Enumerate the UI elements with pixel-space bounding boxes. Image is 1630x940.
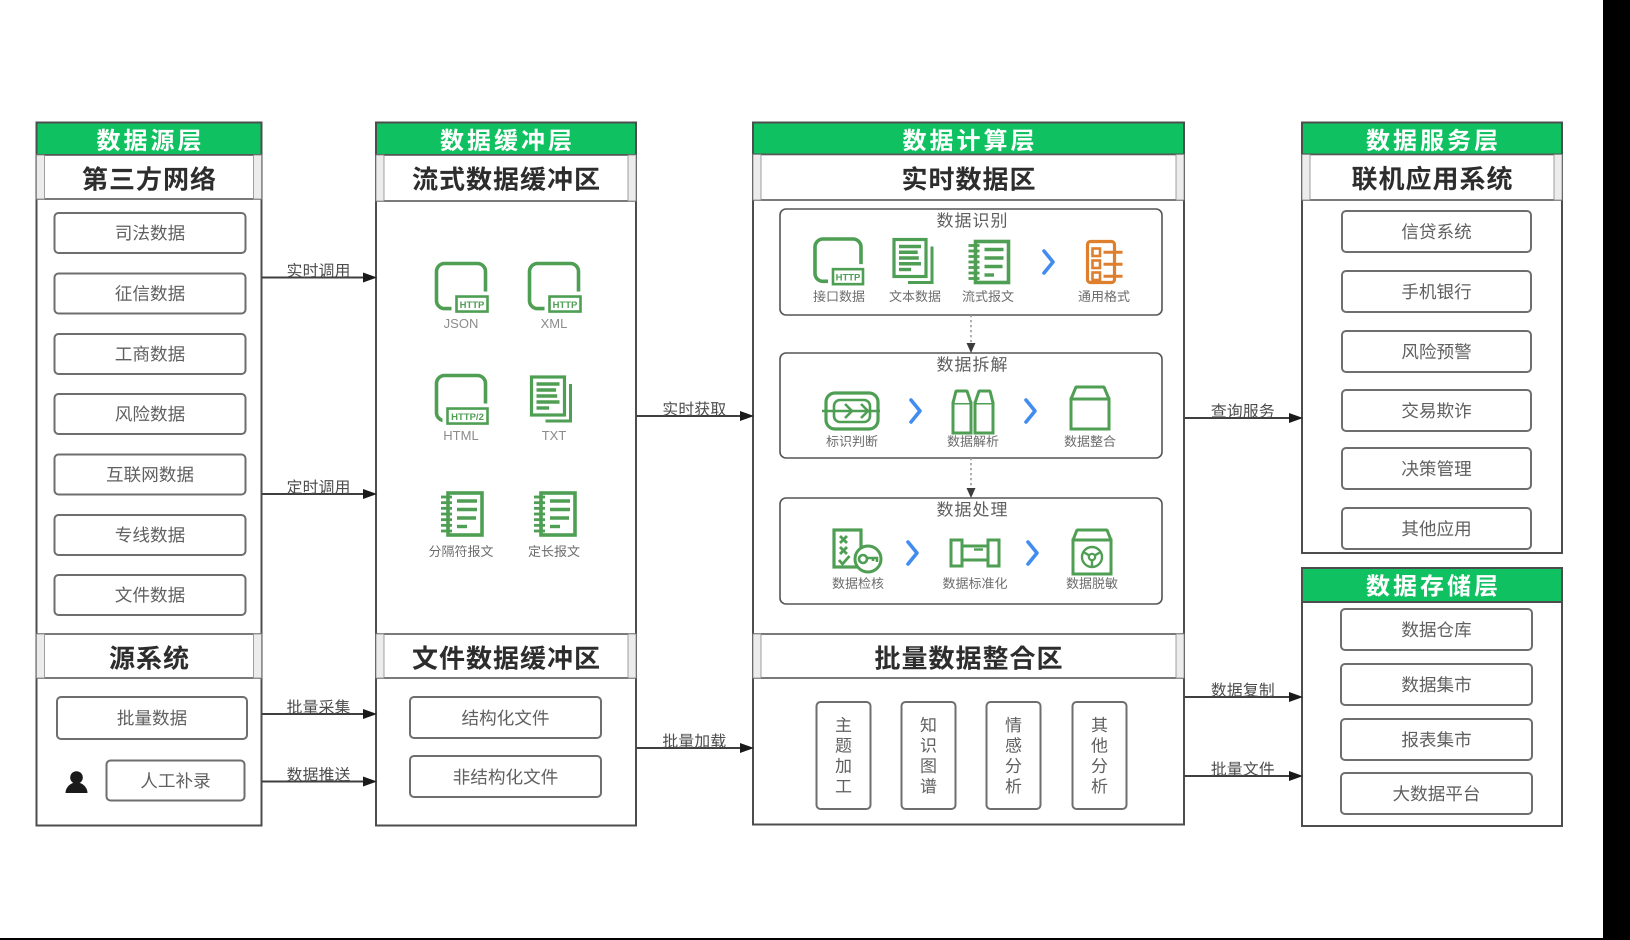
svg-text:XML: XML (541, 316, 568, 331)
svg-text:HTTP: HTTP (836, 273, 861, 284)
svg-text:TXT: TXT (542, 428, 567, 443)
svg-text:JSON: JSON (444, 316, 479, 331)
svg-text:HTTP: HTTP (553, 300, 578, 311)
svg-text:HTTP/2: HTTP/2 (451, 412, 484, 423)
svg-text:HTTP: HTTP (460, 300, 485, 311)
svg-text:HTML: HTML (443, 428, 478, 443)
